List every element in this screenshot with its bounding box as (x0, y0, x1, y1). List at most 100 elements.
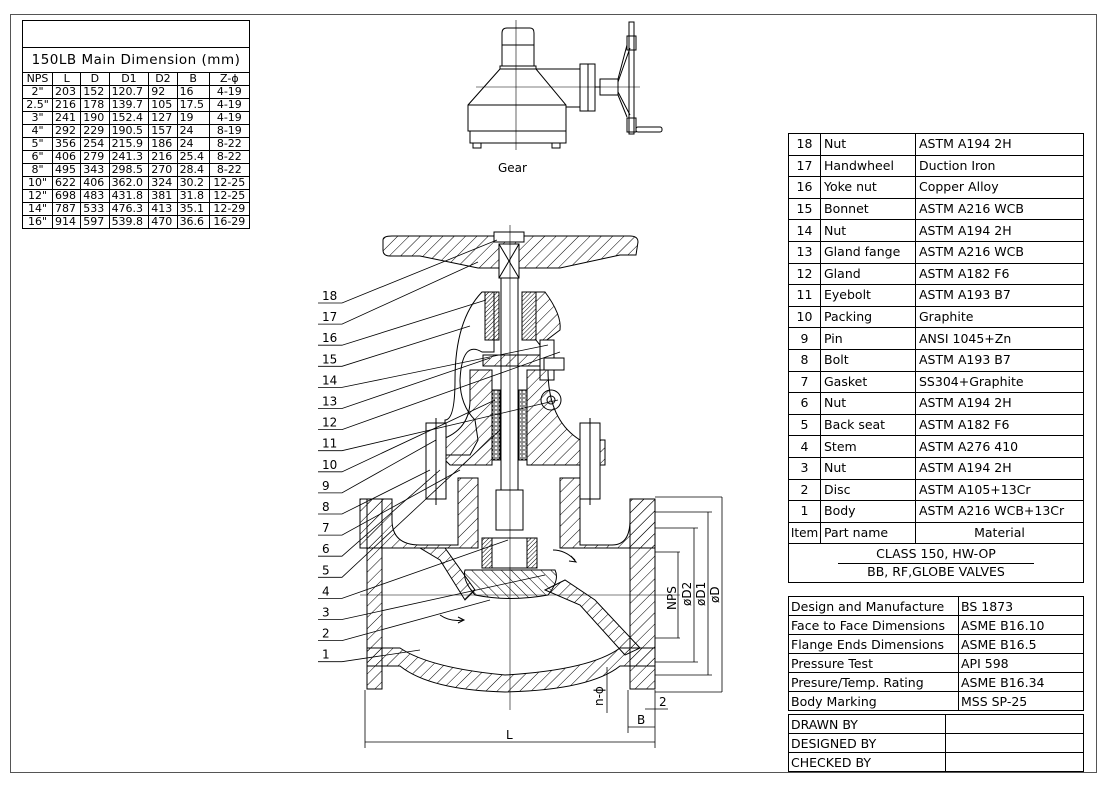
callout-leader (318, 469, 441, 557)
callout-number: 1 (322, 648, 330, 662)
dimension-cell: 8-22 (208, 137, 251, 151)
callout-number: 16 (322, 331, 337, 345)
flow-arrow-in (439, 614, 464, 621)
dimension-table: 150LB Main Dimension (mm) NPS L D D1 D2 … (22, 20, 251, 229)
standard-label: Flange Ends Dimensions (788, 634, 959, 654)
callout-leader (318, 239, 498, 304)
dimension-cell: 324 (148, 176, 178, 190)
part-material: ASTM A194 2H (915, 133, 1084, 156)
part-name: Gland fange (820, 240, 916, 264)
callout-number: 13 (322, 395, 337, 409)
part-material: Duction Iron (915, 154, 1084, 178)
dimension-cell: 362.0 (108, 176, 150, 190)
disc (464, 569, 557, 599)
callout-leader (318, 469, 461, 536)
part-item-number: 13 (788, 240, 821, 264)
callout-number: 2 (322, 627, 330, 641)
part-material: ASTM A276 410 (915, 435, 1084, 458)
callout-number: 11 (322, 437, 337, 451)
part-name: Back seat (820, 413, 916, 437)
dim-D1-label: øD1 (694, 582, 708, 606)
part-material: ASTM A182 F6 (915, 413, 1084, 437)
dim-L-label: L (506, 728, 513, 742)
gear-housing (467, 68, 567, 132)
stem (500, 277, 519, 511)
part-item-number: 7 (788, 370, 821, 394)
callout-number: 14 (322, 373, 337, 387)
class-line-1: CLASS 150, HW-OP (838, 546, 1034, 564)
part-name: Eyebolt (820, 284, 916, 307)
part-name: Yoke nut (820, 176, 916, 199)
dimension-cell: 241.3 (108, 150, 150, 164)
callout-leader (318, 439, 437, 494)
class-line-2: BB, RF,GLOBE VALVES (867, 563, 1005, 579)
callout-leader (318, 469, 431, 515)
part-name: Nut (820, 392, 916, 415)
callout-leader (318, 599, 491, 641)
header-material: Material (915, 521, 1084, 544)
dimension-cell: 254 (80, 137, 110, 151)
dimension-cell: 914 (51, 215, 82, 229)
part-material: ASTM A193 B7 (915, 284, 1084, 307)
part-material: Copper Alloy (915, 176, 1084, 199)
part-item-number: 11 (788, 284, 821, 307)
part-material: ASTM A216 WCB (915, 197, 1084, 221)
dim-gap-label: 2 (659, 695, 667, 709)
dim-NPS-label: NPS (665, 586, 679, 610)
part-item-number: 5 (788, 413, 821, 437)
part-item-number: 17 (788, 154, 821, 178)
dimension-cell: 5" (22, 137, 53, 151)
body-upper-left (359, 477, 479, 549)
part-item-number: 10 (788, 305, 821, 329)
callout-leader (318, 399, 559, 452)
callout-leader (318, 574, 546, 620)
part-name: Bonnet (820, 197, 916, 221)
callout-number: 12 (322, 416, 337, 430)
dimension-cell: 105 (148, 98, 178, 112)
callout-number: 18 (322, 289, 337, 303)
part-material: ASTM A216 WCB+13Cr (915, 500, 1084, 523)
dim-B-label: B (637, 713, 645, 727)
part-material: ASTM A194 2H (915, 392, 1084, 415)
part-name: Handwheel (820, 154, 916, 178)
callout-leader (318, 344, 549, 388)
part-item-number: 4 (788, 435, 821, 458)
dimension-cell: 8-19 (208, 124, 251, 138)
signature-label: CHECKED BY (788, 752, 946, 772)
part-name: Gland (820, 262, 916, 286)
part-name: Pin (820, 327, 916, 350)
standard-value: API 598 (958, 653, 1084, 673)
gear-crank-handle (635, 126, 663, 133)
dimension-cell: 17.5 (176, 98, 210, 112)
standard-value: MSS SP-25 (958, 691, 1084, 711)
signature-label: DRAWN BY (788, 714, 946, 734)
part-material: ASTM A182 F6 (915, 262, 1084, 286)
gear-label: Gear (498, 161, 527, 175)
signature-row: CHECKED BY (788, 752, 1084, 772)
part-item-number: 16 (788, 176, 821, 199)
part-name: Nut (820, 456, 916, 480)
dimension-cell: 279 (80, 150, 110, 164)
callout-number: 8 (322, 500, 330, 514)
callout-number: 10 (322, 458, 337, 472)
callout-leader (318, 649, 421, 663)
dimension-cell: 533 (80, 202, 110, 216)
standard-value: BS 1873 (958, 596, 1084, 616)
dimension-cell: 120.7 (108, 85, 150, 99)
dimension-cell: 406 (80, 176, 110, 190)
